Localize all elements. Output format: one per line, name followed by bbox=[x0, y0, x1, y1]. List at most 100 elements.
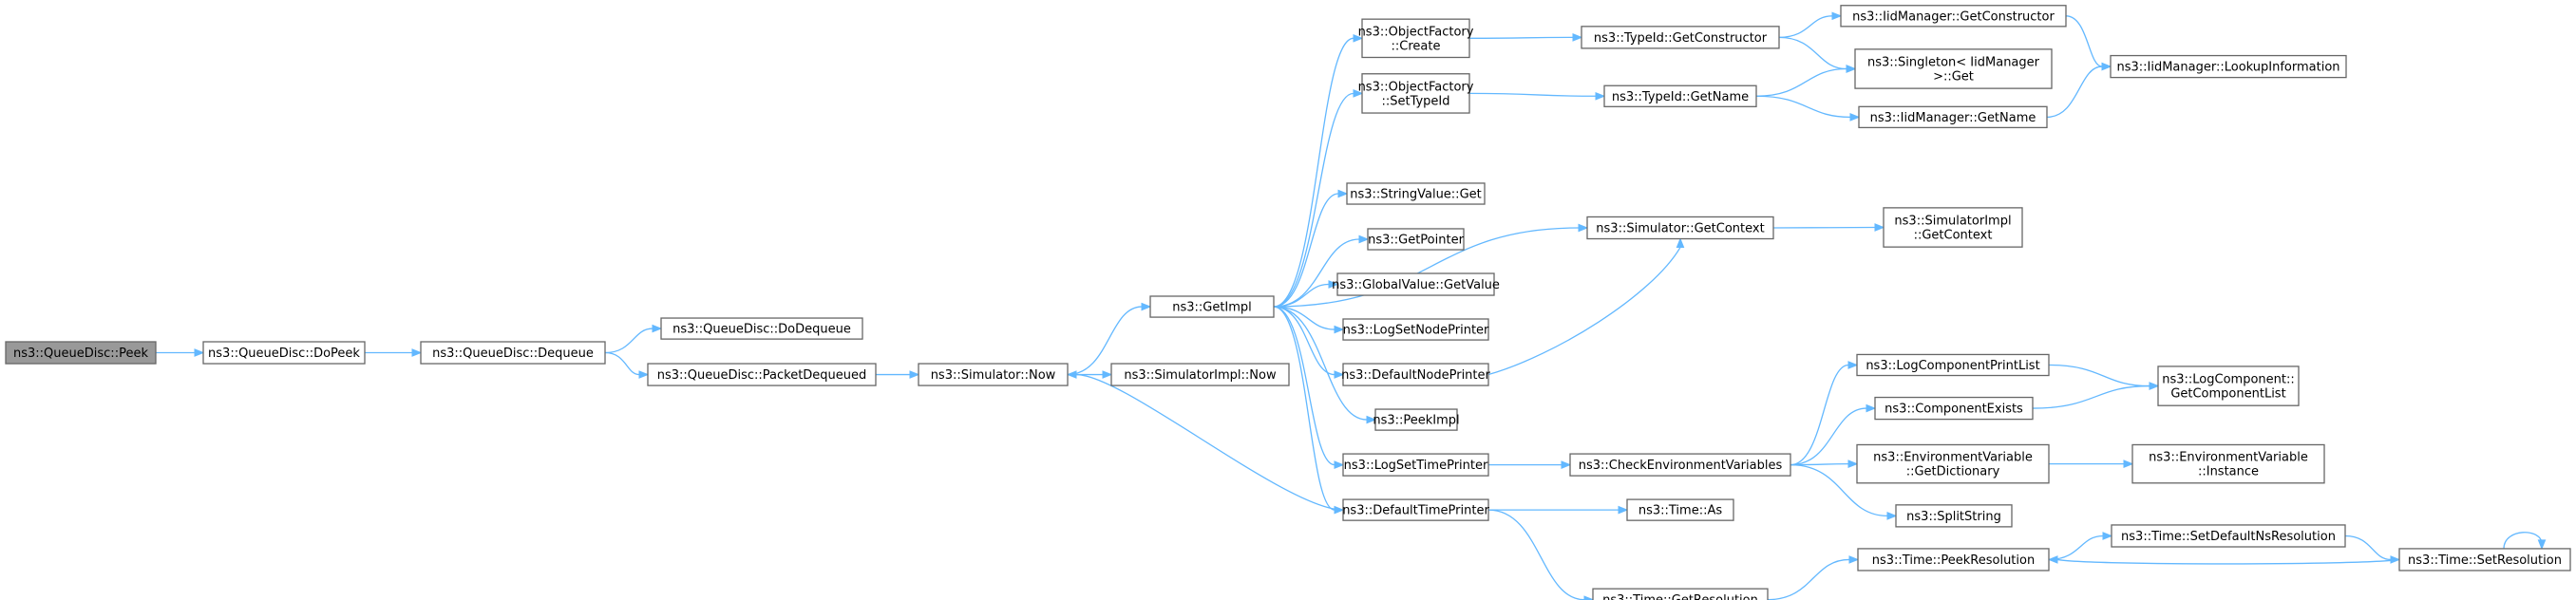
node-iidgetconstructor[interactable]: ns3::IidManager::GetConstructor bbox=[1840, 5, 2067, 28]
node-peek[interactable]: ns3::QueueDisc::Peek bbox=[5, 341, 157, 365]
node-box bbox=[2157, 366, 2300, 406]
node-stringvalueget[interactable]: ns3::StringValue::Get bbox=[1346, 182, 1486, 205]
edge-timesetresolution-to-timepeekresolution bbox=[2047, 555, 2400, 565]
node-label: ns3::LogSetTimePrinter bbox=[1344, 459, 1488, 473]
node-box bbox=[2111, 524, 2346, 548]
node-label: ns3::SplitString bbox=[1906, 510, 2001, 524]
node-logsettimeprinter[interactable]: ns3::LogSetTimePrinter bbox=[1342, 453, 1489, 477]
node-label: ns3::EnvironmentVariable bbox=[2149, 451, 2308, 465]
node-box bbox=[2110, 54, 2347, 79]
node-box bbox=[647, 363, 877, 386]
edge-typeidgetconstructor-to-iidgetconstructor bbox=[1778, 11, 1843, 39]
node-box bbox=[1581, 26, 1780, 49]
node-box bbox=[1603, 84, 1757, 107]
edge-getimpl-to-stringvalueget bbox=[1273, 189, 1349, 308]
node-defaulttimeprinter[interactable]: ns3::DefaultTimePrinter bbox=[1342, 498, 1489, 521]
node-timegetresolution[interactable]: ns3::Time::GetResolution bbox=[1592, 588, 1769, 600]
node-box bbox=[918, 363, 1069, 386]
edge-getimpl-to-ofcreate bbox=[1273, 33, 1364, 308]
node-timesetdefaultns[interactable]: ns3::Time::SetDefaultNsResolution bbox=[2111, 524, 2346, 548]
node-label: ns3::Time::SetDefaultNsResolution bbox=[2121, 530, 2336, 544]
node-label: ns3::EnvironmentVariable bbox=[1873, 451, 2033, 465]
node-gvgetvalue[interactable]: ns3::GlobalValue::GetValue bbox=[1332, 272, 1500, 296]
edge-simnow-to-getimpl bbox=[1067, 302, 1152, 376]
call-edges bbox=[156, 11, 2547, 600]
node-box bbox=[202, 341, 366, 365]
node-simimplnow[interactable]: ns3::SimulatorImpl::Now bbox=[1110, 363, 1290, 386]
node-box bbox=[1110, 363, 1290, 386]
node-ofcreate[interactable]: ns3::ObjectFactory::Create bbox=[1358, 18, 1474, 59]
node-singleton[interactable]: ns3::Singleton< IidManager >::Get bbox=[1854, 48, 2053, 89]
node-label: ns3::QueueDisc::DoPeek bbox=[208, 347, 360, 361]
node-box bbox=[1895, 504, 2013, 528]
node-box bbox=[1367, 228, 1465, 251]
node-box bbox=[1342, 498, 1489, 521]
node-box bbox=[1854, 48, 2053, 89]
node-dequeue[interactable]: ns3::QueueDisc::Dequeue bbox=[420, 341, 606, 365]
node-iidgetname[interactable]: ns3::IidManager::GetName bbox=[1858, 105, 2048, 129]
node-label: ns3::IidManager::LookupInformation bbox=[2116, 61, 2339, 75]
edge-simgetcontext-to-simimplgetcontext bbox=[1772, 223, 1885, 232]
node-label: ::SetTypeId bbox=[1381, 94, 1449, 108]
node-label: ns3::GetImpl bbox=[1172, 301, 1252, 315]
node-checkenv[interactable]: ns3::CheckEnvironmentVariables bbox=[1569, 453, 1791, 477]
node-label: ns3::GetPointer bbox=[1368, 234, 1464, 248]
edge-ofcreate-to-typeidgetconstructor bbox=[1468, 33, 1583, 42]
node-simgetcontext[interactable]: ns3::Simulator::GetContext bbox=[1586, 216, 1774, 240]
edge-envgetdict-to-envinstance bbox=[2049, 459, 2134, 468]
node-logcompgetlist[interactable]: ns3::LogComponent::GetComponentList bbox=[2157, 366, 2300, 406]
edge-peek-to-dopeek bbox=[156, 348, 205, 357]
node-simnow[interactable]: ns3::Simulator::Now bbox=[918, 363, 1069, 386]
node-box bbox=[1569, 453, 1791, 477]
edge-getimpl-to-gvgetvalue bbox=[1273, 280, 1339, 308]
node-label: ns3::LogComponent:: bbox=[2162, 373, 2295, 387]
node-box bbox=[1856, 443, 2050, 484]
node-label: ns3::Time::As bbox=[1638, 504, 1723, 518]
node-getpointer[interactable]: ns3::GetPointer bbox=[1367, 228, 1465, 251]
node-ofsettypeid[interactable]: ns3::ObjectFactory::SetTypeId bbox=[1358, 73, 1474, 114]
node-getimpl[interactable]: ns3::GetImpl bbox=[1149, 295, 1275, 318]
node-typeidgetconstructor[interactable]: ns3::TypeId::GetConstructor bbox=[1581, 26, 1780, 49]
node-label: ns3::Simulator::GetContext bbox=[1596, 222, 1764, 236]
edge-defaulttimeprinter-to-timeas bbox=[1488, 505, 1629, 515]
node-simimplgetcontext[interactable]: ns3::SimulatorImpl::GetContext bbox=[1883, 207, 2023, 248]
node-componentexists[interactable]: ns3::ComponentExists bbox=[1874, 396, 2034, 421]
node-dodequeue[interactable]: ns3::QueueDisc::DoDequeue bbox=[660, 317, 863, 340]
edge-defaultnodeprinter-to-simgetcontext bbox=[1487, 237, 1685, 376]
node-envinstance[interactable]: ns3::EnvironmentVariable::Instance bbox=[2131, 443, 2325, 484]
node-box bbox=[1840, 5, 2067, 28]
edge-getimpl-to-simgetcontext bbox=[1273, 223, 1589, 308]
node-timesetresolution[interactable]: ns3::Time::SetResolution bbox=[2398, 548, 2571, 572]
edge-typeidgetname-to-singleton bbox=[1755, 65, 1857, 97]
node-logcompprintlist[interactable]: ns3::LogComponentPrintList bbox=[1856, 353, 2050, 377]
node-envgetdict[interactable]: ns3::EnvironmentVariable::GetDictionary bbox=[1856, 443, 2050, 484]
edge-timepeekresolution-to-timesetdefaultns bbox=[2048, 532, 2113, 561]
node-splitstring[interactable]: ns3::SplitString bbox=[1895, 504, 2013, 528]
edge-dopeek-to-dequeue bbox=[365, 348, 423, 357]
node-timeas[interactable]: ns3::Time::As bbox=[1626, 498, 1734, 521]
node-logsetnodeprinter[interactable]: ns3::LogSetNodePrinter bbox=[1342, 318, 1489, 341]
node-label: >::Get bbox=[1933, 69, 1974, 84]
node-label: ns3::TypeId::GetConstructor bbox=[1594, 31, 1768, 46]
node-iidlookup[interactable]: ns3::IidManager::LookupInformation bbox=[2110, 54, 2347, 79]
node-packetdequeued[interactable]: ns3::QueueDisc::PacketDequeued bbox=[647, 363, 877, 386]
node-label: ns3::LogSetNodePrinter bbox=[1343, 324, 1489, 338]
node-box bbox=[1374, 408, 1458, 431]
edge-componentexists-to-logcompgetlist bbox=[2032, 382, 2160, 409]
edge-iidgetconstructor-to-iidlookup bbox=[2065, 15, 2112, 71]
node-label: ns3::Time::GetResolution bbox=[1602, 593, 1758, 600]
node-dopeek[interactable]: ns3::QueueDisc::DoPeek bbox=[202, 341, 366, 365]
node-box bbox=[1874, 396, 2034, 421]
node-peekimpl[interactable]: ns3::PeekImpl bbox=[1373, 408, 1460, 431]
edge-timegetresolution-to-timepeekresolution bbox=[1767, 555, 1860, 600]
node-defaultnodeprinter[interactable]: ns3::DefaultNodePrinter bbox=[1341, 363, 1491, 386]
node-timepeekresolution[interactable]: ns3::Time::PeekResolution bbox=[1857, 548, 2050, 572]
node-label: ns3::ObjectFactory bbox=[1358, 80, 1474, 94]
node-box bbox=[420, 341, 606, 365]
node-box bbox=[1361, 18, 1470, 59]
node-label: ns3::SimulatorImpl bbox=[1894, 215, 2011, 229]
node-label: ns3::Time::SetResolution bbox=[2408, 553, 2562, 568]
node-typeidgetname[interactable]: ns3::TypeId::GetName bbox=[1603, 84, 1757, 107]
node-label: ns3::QueueDisc::PacketDequeued bbox=[657, 368, 867, 383]
